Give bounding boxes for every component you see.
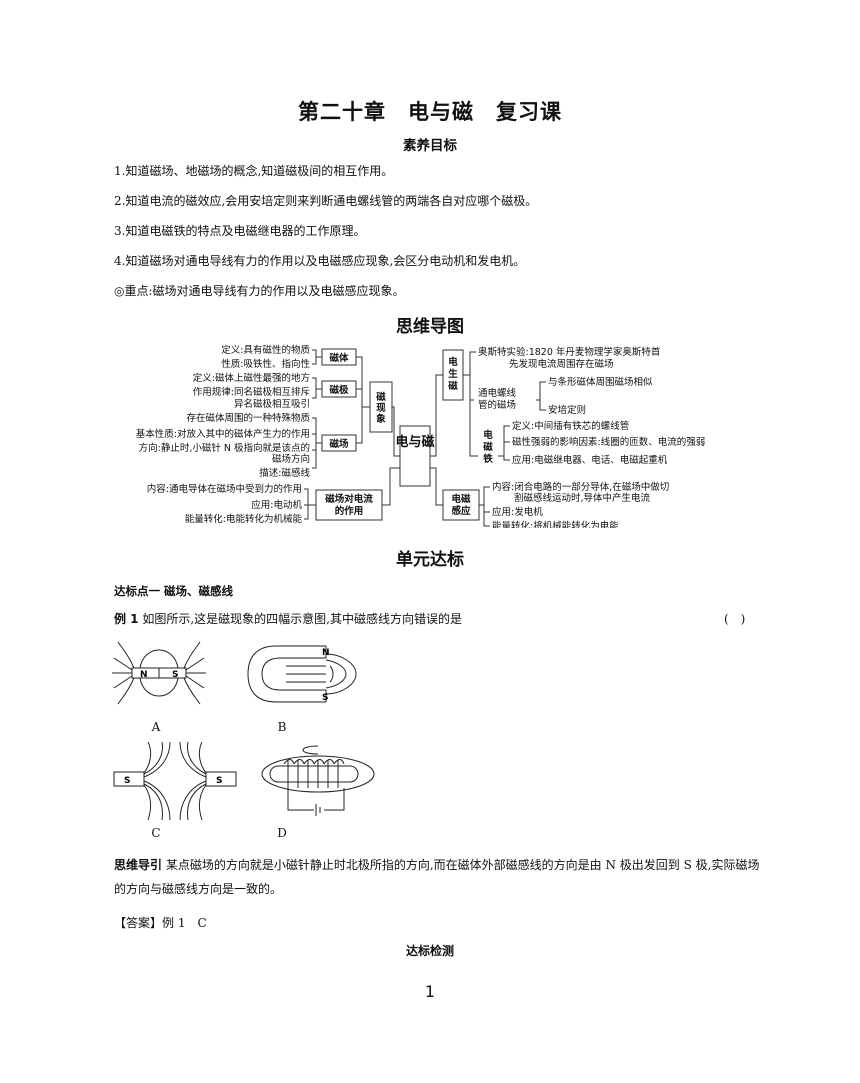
mm-force-item-1: 内容:通电导体在磁场中受到力的作用 [147, 483, 302, 495]
option-a-label: A [151, 720, 161, 734]
mm-force-item-3: 能量转化:电能转化为机械能 [185, 513, 303, 525]
mindmap-magnet-phenomenon: 磁现象 [376, 391, 386, 425]
figure-d [261, 745, 375, 816]
mindmap-heading: 思维导图 [396, 317, 464, 337]
goal-1: 1.知道磁场、地磁场的概念,知道磁极间的相互作用。 [114, 164, 394, 178]
mm-em-item-3: 应用:电磁继电器、电话、电磁起重机 [512, 454, 668, 466]
mm-body-item-2: 性质:吸铁性、指向性 [221, 358, 310, 370]
mm-oersted: 奥斯特实验:1820 年丹麦物理学家奥斯特首 [478, 346, 661, 358]
mm-em-3: 铁 [483, 453, 493, 465]
mm-em-item-1: 定义:中间插有铁芯的螺线管 [512, 420, 629, 432]
fig-a-pole-n: N [140, 670, 148, 680]
mm-force-item-2: 应用:电动机 [251, 499, 302, 511]
mm-ind-item-1: 内容:闭合电路的一部分导体,在磁场中做切 [492, 481, 669, 493]
mindmap-diagram: 电与磁 磁现象 磁体 磁极 磁场 定义:具有磁性的物质 性质:吸铁性、指向性 定… [136, 344, 705, 528]
mm-field-item-3: 方向:静止时,小磁针 N 极指向就是该点的 [139, 442, 310, 454]
answer: 【答案】例 1 C [114, 914, 754, 932]
figure-c: S S [113, 742, 237, 820]
page-number: 1 [424, 982, 436, 1001]
mm-force-line-1: 磁场对电流 [325, 493, 373, 505]
answer-bracket: ( ) [724, 612, 746, 626]
goal-3: 3.知道电磁铁的特点及电磁继电器的工作原理。 [114, 224, 366, 238]
mm-ind-item-4: 能量转化:将机械能转化为电能 [492, 520, 619, 528]
mm-ind-item-3: 应用:发电机 [492, 506, 543, 518]
guide-label: 思维导引 [114, 858, 163, 872]
fig-b-pole-n: N [322, 648, 330, 658]
mm-solenoid-2: 管的磁场 [478, 399, 516, 411]
mindmap-field: 磁场 [329, 438, 349, 450]
mm-ind-item-2: 割磁感线运动时,导体中产生电流 [514, 492, 651, 504]
mm-force-line-2: 的作用 [335, 505, 364, 517]
page-title: 第二十章 电与磁 复习课 [298, 100, 562, 124]
answer-text: 例 1 C [162, 916, 207, 930]
example-label: 例 1 [114, 612, 139, 626]
guide-text: 某点磁场的方向就是小磁针静止时北极所指的方向,而在磁体外部磁感线的方向是由 N … [114, 858, 760, 896]
mm-field-item-2: 基本性质:对放入其中的磁体产生力的作用 [136, 428, 310, 440]
mm-ind-2: 感应 [451, 505, 471, 517]
mm-pole-item-1: 定义:磁体上磁性最强的地方 [193, 372, 310, 384]
unit-heading: 单元达标 [396, 550, 464, 570]
fig-c-pole-s2: S [216, 776, 222, 786]
figure-b: N S [247, 645, 357, 703]
example-text: 如图所示,这是磁现象的四幅示意图,其中磁感线方向错误的是 [142, 612, 462, 626]
fig-b-pole-s: S [322, 693, 328, 703]
mm-em-2: 磁 [483, 441, 493, 453]
check-heading: 达标检测 [405, 944, 454, 958]
mm-pole-item-2: 作用规律:同名磁极相互排斥 [193, 386, 311, 398]
mm-em-1: 电 [483, 429, 493, 441]
goal-2: 2.知道电流的磁效应,会用安培定则来判断通电螺线管的两端各自对应哪个磁极。 [114, 194, 538, 208]
figure-a: N S [112, 641, 206, 705]
fig-c-pole-s1: S [124, 776, 130, 786]
mm-solenoid-item-2: 安培定则 [548, 404, 586, 416]
mindmap-center: 电与磁 [395, 434, 434, 450]
mm-field-item-1: 存在磁体周围的一种特殊物质 [186, 412, 310, 424]
mm-field-item-4: 磁场方向 [272, 453, 310, 465]
option-c-label: C [151, 826, 161, 840]
mm-e2m-2: 生 [448, 368, 458, 380]
option-d-label: D [277, 826, 287, 840]
mm-solenoid-1: 通电螺线 [478, 387, 517, 399]
mm-solenoid-item-1: 与条形磁体周围磁场相似 [548, 376, 653, 388]
goals-heading: 素养目标 [403, 138, 457, 154]
option-b-label: B [277, 720, 287, 734]
mm-ind-1: 电磁 [451, 493, 471, 505]
mm-em-item-2: 磁性强弱的影响因素:线圈的匝数、电流的强弱 [512, 436, 705, 448]
example-1: 例 1 如图所示,这是磁现象的四幅示意图,其中磁感线方向错误的是 [114, 610, 714, 628]
mindmap-pole: 磁极 [329, 384, 349, 396]
mm-body-item-1: 定义:具有磁性的物质 [221, 344, 310, 356]
point-heading: 达标点一 磁场、磁感线 [114, 584, 234, 598]
mm-oersted-2: 先发现电流周围存在磁场 [509, 358, 614, 370]
key-point: ◎重点:磁场对通电导线有力的作用以及电磁感应现象。 [114, 284, 405, 298]
mindmap-magnet-body: 磁体 [329, 352, 349, 364]
answer-label: 【答案】 [114, 916, 163, 930]
fig-a-pole-s: S [172, 670, 178, 680]
mm-e2m-1: 电 [448, 356, 458, 368]
mm-pole-item-3: 异名磁极相互吸引 [234, 398, 310, 410]
mm-field-item-5: 描述:磁感线 [259, 467, 310, 479]
goal-4: 4.知道磁场对通电导线有力的作用以及电磁感应现象,会区分电动机和发电机。 [114, 254, 526, 268]
thinking-guide: 思维导引 某点磁场的方向就是小磁针静止时北极所指的方向,而在磁体外部磁感线的方向… [114, 853, 760, 901]
mm-e2m-3: 磁 [448, 380, 458, 392]
